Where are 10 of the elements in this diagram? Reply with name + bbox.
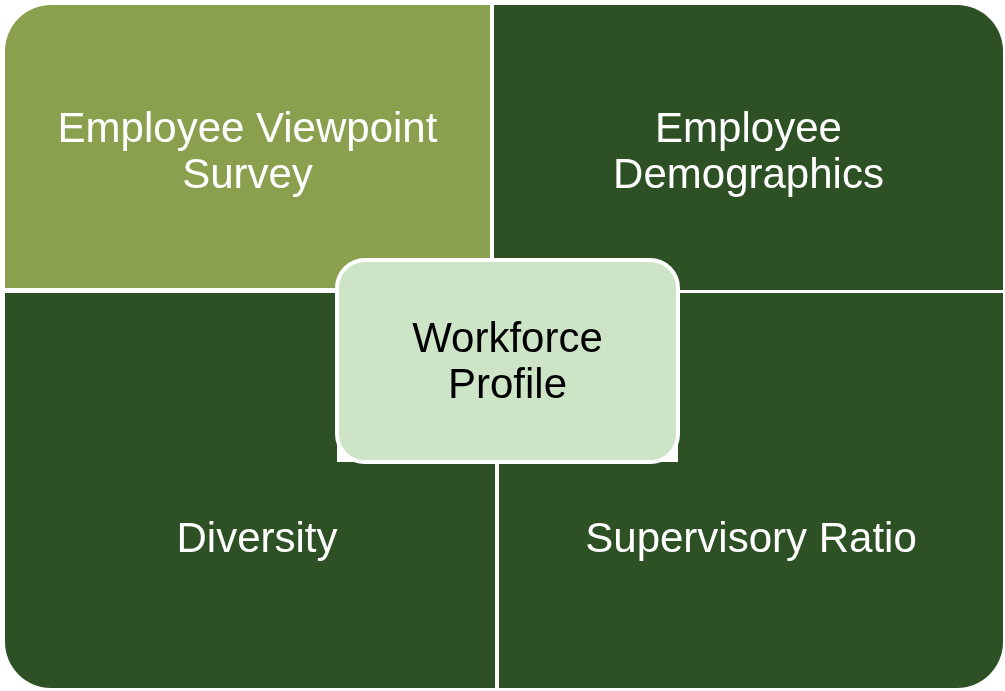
node-label: Supervisory Ratio [584,515,918,561]
node-label: Employee Viewpoint Survey [56,105,439,197]
quadrant-panel [494,5,1003,290]
node-label: Diversity [175,515,339,561]
center-box [335,258,680,464]
node-label: Workforce Profile [411,315,604,407]
quadrant-panel [5,5,490,288]
quadrant-panel [5,462,495,688]
quadrant-panel [499,462,1003,688]
node-label: Employee Demographics [612,105,885,197]
